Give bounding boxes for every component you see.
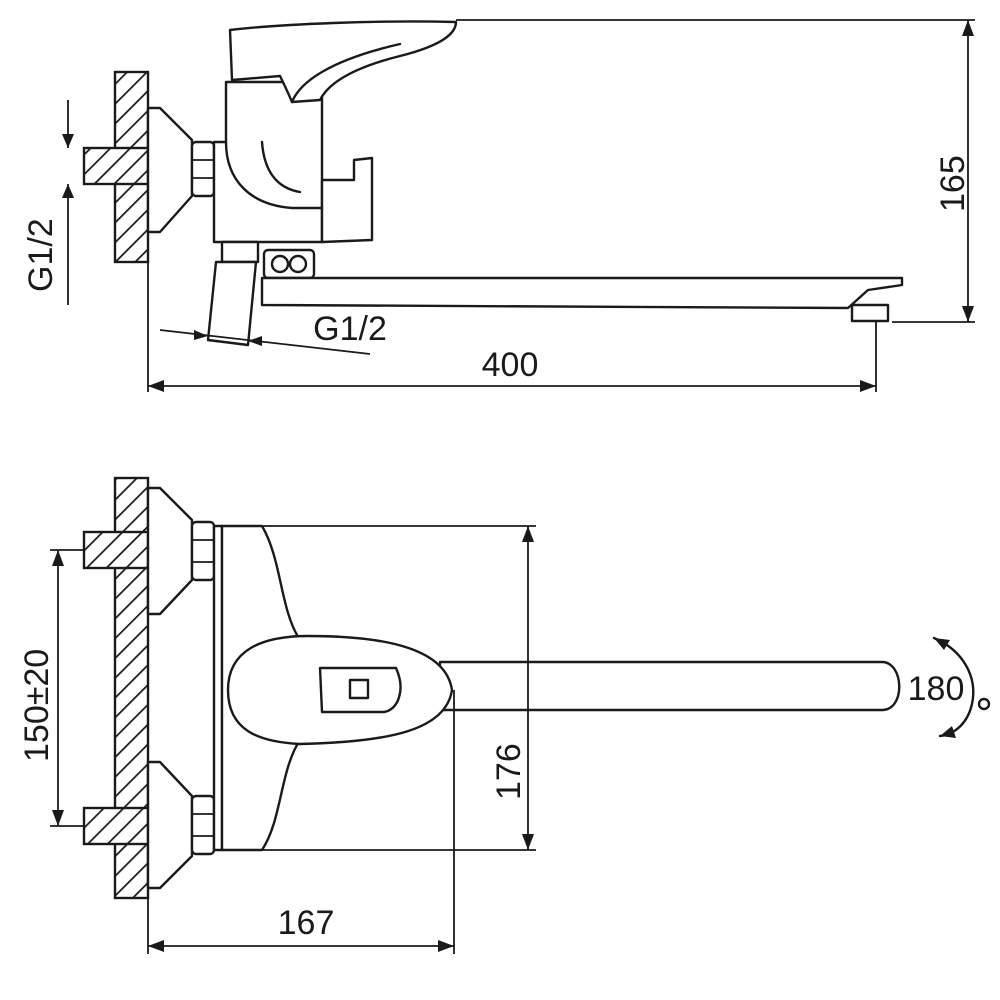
escutcheon-lower: [146, 760, 194, 890]
inlet-pipe-lower: [82, 806, 150, 846]
arrow: [860, 380, 876, 392]
arrow: [52, 550, 64, 566]
lever-grip: [348, 678, 370, 700]
body-inner-curve: [260, 140, 302, 194]
arrow: [522, 834, 534, 850]
thread-label-bottom: G1/2: [313, 310, 387, 348]
escutcheon-upper: [146, 486, 194, 616]
diverter-knob-side: [320, 156, 374, 244]
arrow: [62, 184, 74, 198]
arrow: [62, 134, 74, 148]
arrow: [438, 940, 454, 952]
reach-dim-label: 167: [278, 904, 335, 942]
arrow: [248, 336, 262, 346]
arrow: [962, 306, 974, 322]
body-curve: [224, 140, 324, 210]
aerator-side: [850, 303, 890, 323]
inlet-pipe-upper: [82, 530, 150, 570]
escutcheon-side: [146, 106, 194, 234]
lever-handle-inner: [290, 42, 402, 104]
lever-window: [318, 666, 402, 714]
arrow: [962, 20, 974, 36]
arrow: [194, 330, 208, 340]
length-dim-label: 400: [482, 346, 539, 384]
spout-side: [260, 276, 904, 310]
rotation-angle-label: 180: [908, 670, 965, 708]
swivel-ring-bolt: [288, 254, 308, 274]
hex-nut-side: [190, 140, 216, 198]
rotation-arc: [932, 636, 975, 738]
rotation-pivot-icon: [977, 697, 991, 711]
arrow: [522, 526, 534, 542]
height-dim-label: 165: [934, 155, 972, 212]
hex-nut-upper: [190, 520, 216, 582]
thread-label-vertical: G1/2: [22, 218, 60, 292]
arrow: [148, 940, 164, 952]
rotation-arrow-top: [934, 638, 950, 650]
depth-dim-label: 176: [490, 743, 528, 800]
arrow: [52, 810, 64, 826]
arrow: [148, 380, 164, 392]
mixer-body-side: [212, 80, 324, 244]
hex-nut-lower: [190, 794, 216, 856]
lower-connector-side: [220, 240, 260, 264]
top-view: 150±20 176 167 180: [18, 476, 991, 954]
side-view: G1/2 G1/2 165 400: [22, 19, 975, 392]
spout-top: [438, 660, 901, 712]
swivel-ring-bolt: [270, 254, 290, 274]
inlet-pipe-side: [82, 146, 150, 186]
rotation-arrow-bottom: [940, 726, 956, 738]
shower-outlet-side: [206, 260, 258, 347]
centers-dim-label: 150±20: [18, 649, 56, 762]
